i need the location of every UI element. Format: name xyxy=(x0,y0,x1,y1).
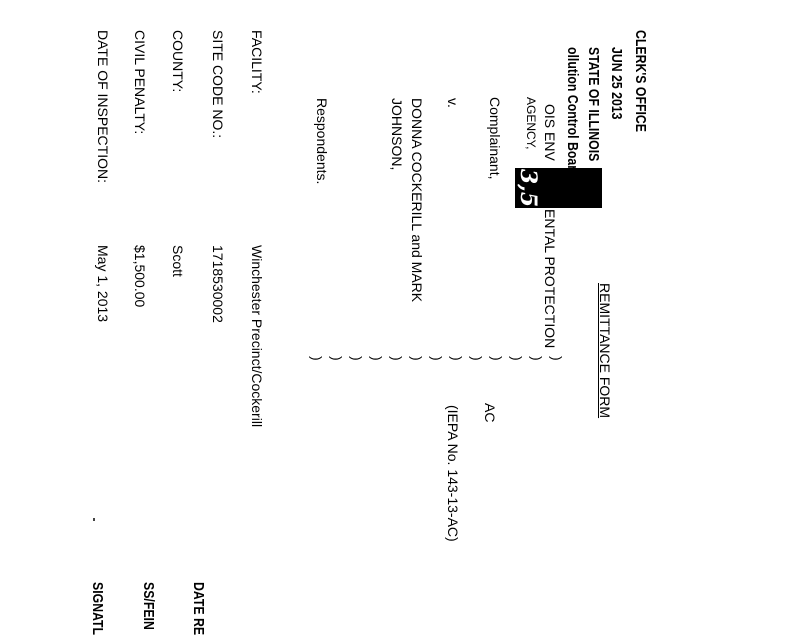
complainant-label: Complainant, xyxy=(487,97,503,180)
agency-name-part1: OIS ENV xyxy=(542,104,558,161)
civil-penalty-value: $1,500.00 xyxy=(132,245,148,308)
caption-parenthesis: ) xyxy=(509,356,525,361)
inspection-date-value: May 1, 2013 xyxy=(95,245,111,323)
received-date-stamp: JUN 25 2013 xyxy=(608,47,625,120)
caption-parenthesis: ) xyxy=(369,356,385,361)
caption-parenthesis: ) xyxy=(529,356,545,361)
signature-label: SIGNATL xyxy=(89,582,106,635)
caption-parenthesis: ) xyxy=(469,356,485,361)
versus: v. xyxy=(445,98,461,108)
ss-fein-label: SS/FEIN xyxy=(140,582,157,630)
caption-parenthesis: ) xyxy=(449,356,465,361)
redaction-box: 3,5 xyxy=(515,168,602,208)
inspection-date-label: DATE OF INSPECTION: xyxy=(95,30,111,183)
remittance-form-page: CLERK'S OFFICE JUN 25 2013 STATE OF ILLI… xyxy=(89,30,649,635)
agency-name-line2: AGENCY, xyxy=(524,97,538,150)
board-stamp: ollution Control Board xyxy=(564,47,581,178)
caption-parenthesis: ) xyxy=(549,356,565,361)
scan-speck xyxy=(93,518,95,521)
caption-parenthesis: ) xyxy=(309,356,325,361)
caption-parenthesis: ) xyxy=(429,356,445,361)
form-title: REMITTANCE FORM xyxy=(597,283,613,419)
county-label: COUNTY: xyxy=(170,30,186,93)
agency-name-part2: ENTAL PROTECTION xyxy=(542,209,558,349)
facility-label: FACILITY: xyxy=(249,30,265,94)
caption-parenthesis: ) xyxy=(489,356,505,361)
facility-value: Winchester Precinct/Cockerill xyxy=(249,245,265,428)
civil-penalty-label: CIVIL PENALTY: xyxy=(132,30,148,135)
respondent-names: DONNA COCKERILL and MARK xyxy=(409,98,425,303)
site-code-label: SITE CODE NO.: xyxy=(210,30,226,139)
caption-parenthesis: ) xyxy=(329,356,345,361)
clerks-office-stamp: CLERK'S OFFICE xyxy=(632,30,649,133)
redaction-scribble: 3,5 xyxy=(515,168,541,208)
case-number: (IEPA No. 143-13-AC) xyxy=(445,405,461,542)
caption-parenthesis: ) xyxy=(349,356,365,361)
county-value: Scott xyxy=(170,245,186,277)
date-received-label: DATE RE xyxy=(190,582,207,635)
state-stamp: STATE OF ILLINOIS xyxy=(585,47,602,162)
respondents-label: Respondents. xyxy=(314,98,330,185)
caption-parenthesis: ) xyxy=(389,356,405,361)
site-code-value: 1718530002 xyxy=(210,245,226,323)
respondent-names-line2: JOHNSON, xyxy=(389,98,405,171)
caption-parenthesis: ) xyxy=(409,356,425,361)
case-type: AC xyxy=(482,403,498,423)
